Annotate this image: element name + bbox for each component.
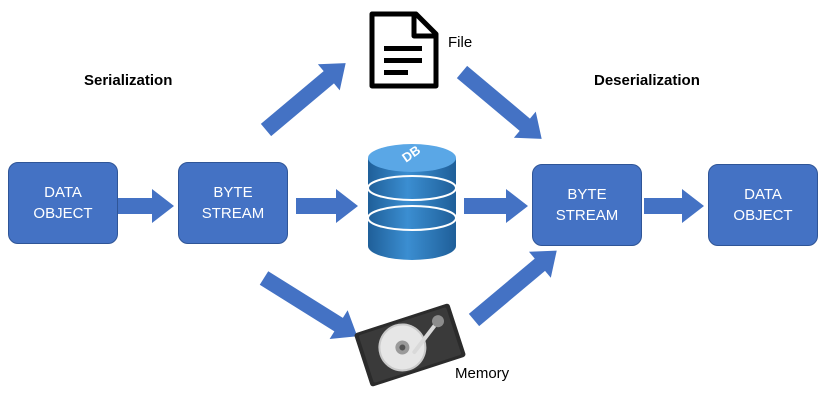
data-object-left-line1: DATA [44, 184, 82, 201]
byte-stream-left-line1: BYTE [213, 184, 253, 201]
byte-stream-right-line1: BYTE [567, 186, 607, 203]
arrow-file-to-byte-right [456, 65, 542, 139]
data-object-box-right: DATA OBJECT [708, 164, 818, 246]
memory-label: Memory [455, 365, 510, 382]
file-label: File [448, 34, 473, 51]
byte-stream-left-line2: STREAM [201, 205, 265, 222]
byte-stream-box-left: BYTE STREAM [178, 162, 288, 244]
data-object-left-line2: OBJECT [33, 205, 93, 222]
database-cylinder-icon [367, 144, 457, 260]
arrow-data-to-byte-left [118, 189, 174, 223]
hard-disk-icon [354, 303, 466, 387]
data-object-right-line1: DATA [744, 186, 782, 203]
byte-stream-box-right: BYTE STREAM [532, 164, 642, 246]
data-object-right-line2: OBJECT [733, 207, 793, 224]
arrow-byte-to-data-right [644, 189, 704, 223]
deserialization-heading: Deserialization [594, 72, 700, 89]
document-icon [369, 11, 439, 89]
arrow-memory-to-byte-right [468, 250, 557, 327]
arrow-byte-to-db [296, 189, 358, 223]
arrow-byte-to-memory [259, 271, 358, 340]
byte-stream-right-line2: STREAM [555, 207, 619, 224]
data-object-box-left: DATA OBJECT [8, 162, 118, 244]
serialization-heading: Serialization [84, 72, 173, 89]
arrow-byte-to-file [260, 63, 346, 137]
arrow-db-to-byte-right [464, 189, 528, 223]
